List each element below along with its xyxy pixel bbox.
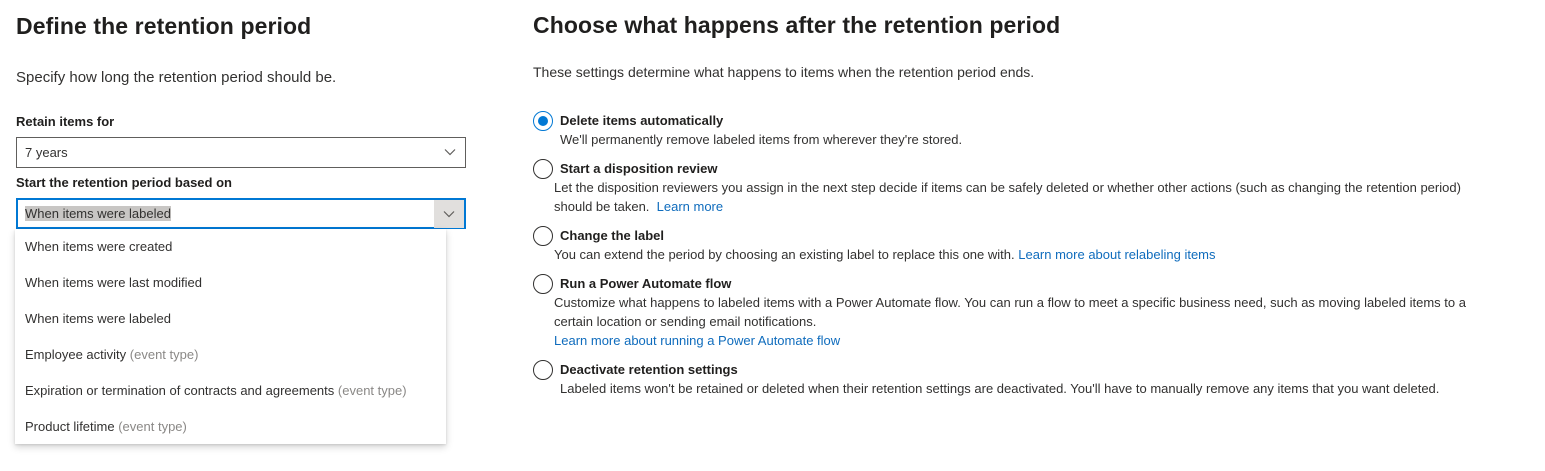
start-retention-dropdown[interactable]: When items were labeled [16, 198, 466, 229]
option-desc-power-automate-line1: Customize what happens to labeled items … [554, 295, 1466, 310]
menu-option-contracts[interactable]: Expiration or termination of contracts a… [25, 383, 407, 398]
start-retention-value: When items were labeled [25, 206, 171, 221]
option-title-deactivate: Deactivate retention settings [560, 362, 738, 377]
retain-items-label: Retain items for [16, 114, 115, 129]
retain-items-value: 7 years [25, 145, 68, 160]
learn-more-relabeling-link[interactable]: Learn more about relabeling items [1018, 247, 1216, 262]
chevron-down-icon [435, 138, 465, 166]
menu-option-labeled[interactable]: When items were labeled [25, 311, 171, 326]
start-retention-menu: When items were created When items were … [15, 229, 446, 444]
left-section-description: Specify how long the retention period sh… [16, 69, 337, 86]
menu-option-last-modified[interactable]: When items were last modified [25, 275, 203, 290]
option-title-disposition: Start a disposition review [560, 161, 718, 176]
option-desc-disposition-line2: should be taken. Learn more [554, 199, 724, 214]
retain-items-dropdown[interactable]: 7 years [16, 137, 466, 168]
option-desc-delete: We'll permanently remove labeled items f… [560, 132, 963, 147]
option-title-delete: Delete items automatically [560, 113, 724, 128]
menu-option-employee-activity[interactable]: Employee activity (event type) [25, 347, 199, 362]
start-retention-label: Start the retention period based on [16, 175, 232, 190]
learn-more-link[interactable]: Learn more [656, 199, 724, 214]
option-title-power-automate: Run a Power Automate flow [560, 276, 732, 291]
radio-power-automate[interactable] [533, 274, 553, 294]
radio-change-label[interactable] [533, 226, 553, 246]
option-title-change-label: Change the label [560, 228, 665, 243]
learn-more-power-automate-row: Learn more about running a Power Automat… [554, 331, 840, 350]
learn-more-power-automate-link[interactable]: Learn more about running a Power Automat… [554, 333, 841, 348]
option-desc-disposition-line1: Let the disposition reviewers you assign… [554, 180, 1461, 195]
menu-option-product-lifetime[interactable]: Product lifetime (event type) [25, 419, 187, 434]
option-desc-power-automate-line2: certain location or sending email notifi… [554, 314, 817, 329]
right-section-title: Choose what happens after the retention … [533, 12, 1061, 38]
radio-deactivate[interactable] [533, 360, 553, 380]
right-section-description: These settings determine what happens to… [533, 64, 1035, 80]
radio-delete-automatically[interactable] [533, 111, 553, 131]
chevron-down-icon [434, 200, 464, 228]
option-desc-deactivate: Labeled items won't be retained or delet… [560, 381, 1440, 396]
left-section-title: Define the retention period [16, 13, 312, 39]
radio-disposition-review[interactable] [533, 159, 553, 179]
menu-option-created[interactable]: When items were created [25, 239, 173, 254]
option-desc-change-label: You can extend the period by choosing an… [554, 247, 1216, 262]
